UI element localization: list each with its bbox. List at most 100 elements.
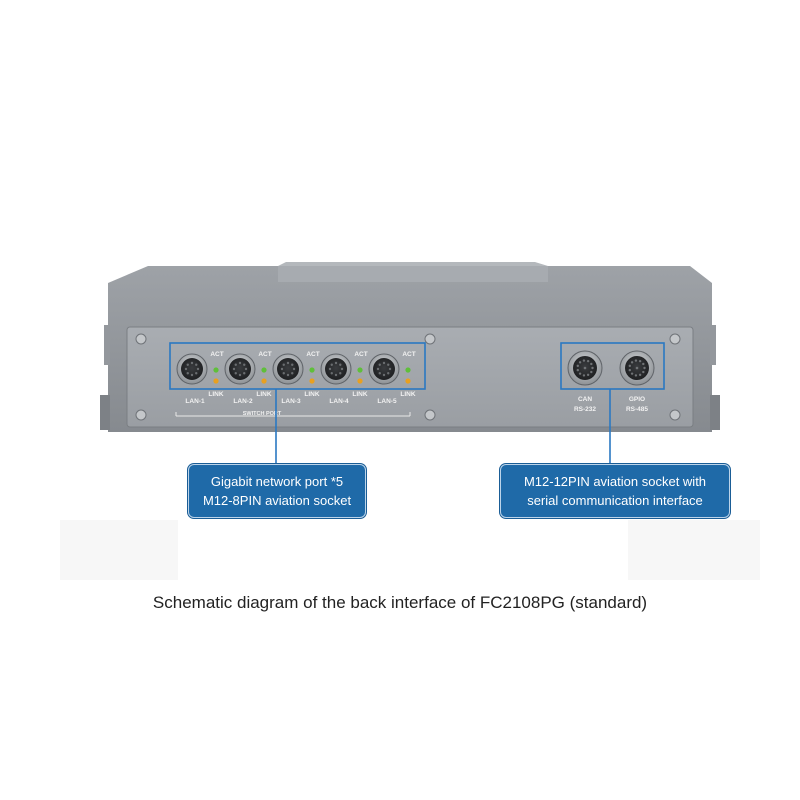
socket-label-top: GPIO bbox=[629, 396, 645, 403]
lan-callout-line1: Gigabit network port *5 bbox=[210, 474, 344, 489]
serial-sockets: CAN RS-232 GPIO RS-485 bbox=[567, 350, 655, 413]
connector-pin bbox=[387, 363, 390, 366]
port-connector-face bbox=[181, 358, 203, 380]
serial-socket: CAN RS-232 bbox=[567, 350, 603, 413]
lan-port-label: LAN-2 bbox=[233, 398, 253, 405]
socket-label-top: CAN bbox=[578, 396, 592, 403]
act-led bbox=[309, 367, 315, 373]
socket-pin bbox=[642, 370, 645, 374]
act-led bbox=[357, 367, 363, 373]
socket-pin bbox=[590, 370, 593, 374]
link-label: LINK bbox=[400, 391, 415, 398]
connector-pin bbox=[232, 367, 236, 371]
lan-callout-line2: M12-8PIN aviation socket bbox=[202, 493, 352, 508]
port-connector-face bbox=[325, 358, 347, 380]
act-led bbox=[261, 367, 267, 373]
connector-pin bbox=[195, 372, 198, 375]
link-label: LINK bbox=[304, 391, 319, 398]
connector-pin bbox=[330, 372, 333, 375]
socket-pin bbox=[578, 372, 582, 375]
connector-pin bbox=[382, 373, 386, 377]
connector-pin bbox=[190, 361, 194, 365]
socket-pin bbox=[634, 374, 638, 377]
link-label: LINK bbox=[352, 391, 367, 398]
socket-pin bbox=[634, 359, 638, 362]
connector-pin bbox=[195, 363, 198, 366]
connector-pin bbox=[244, 367, 248, 371]
device-back-panel: ACTLINKLAN-1ACTLINKLAN-2ACTLINKLAN-3ACTL… bbox=[100, 262, 720, 464]
connector-pin bbox=[328, 367, 332, 371]
socket-pin bbox=[638, 359, 642, 363]
connector-pin bbox=[388, 367, 392, 371]
connector-pin bbox=[186, 372, 189, 375]
link-led bbox=[213, 378, 219, 384]
socket-pin bbox=[590, 362, 593, 366]
socket-pin bbox=[586, 373, 590, 377]
connector-pin bbox=[376, 367, 380, 371]
socket-label-bottom: RS-485 bbox=[626, 406, 648, 413]
socket-pin bbox=[630, 372, 634, 375]
connector-pin bbox=[186, 363, 189, 366]
socket-pin bbox=[586, 359, 590, 363]
serial-callout-line2: serial communication interface bbox=[527, 493, 703, 508]
connector-pin bbox=[339, 363, 342, 366]
socket-pin bbox=[642, 362, 645, 366]
connector-pin bbox=[243, 363, 246, 366]
socket-pin bbox=[582, 359, 586, 362]
socket-pin bbox=[576, 368, 580, 372]
connector-pin bbox=[238, 361, 242, 365]
socket-label-bottom: RS-232 bbox=[574, 406, 596, 413]
act-label: ACT bbox=[258, 351, 271, 358]
socket-pin bbox=[578, 361, 582, 364]
socket-highlight-frame bbox=[560, 342, 665, 390]
connector-pin bbox=[339, 372, 342, 375]
lan-ports: ACTLINKLAN-1ACTLINKLAN-2ACTLINKLAN-3ACTL… bbox=[176, 351, 416, 405]
connector-pin bbox=[334, 361, 338, 365]
socket-pin bbox=[583, 366, 587, 370]
act-label: ACT bbox=[402, 351, 415, 358]
lan-port-label: LAN-1 bbox=[185, 398, 205, 405]
act-led bbox=[405, 367, 411, 373]
connector-pin bbox=[378, 372, 381, 375]
connector-pin bbox=[196, 367, 200, 371]
connector-pin bbox=[286, 373, 290, 377]
socket-pin bbox=[635, 366, 639, 370]
lan-port-label: LAN-3 bbox=[281, 398, 301, 405]
link-led bbox=[405, 378, 411, 384]
connector-pin bbox=[292, 367, 296, 371]
connector-pin bbox=[280, 367, 284, 371]
socket-pin bbox=[576, 364, 580, 368]
link-led bbox=[261, 378, 267, 384]
connector-pin bbox=[340, 367, 344, 371]
port-connector-face bbox=[277, 358, 299, 380]
connector-pin bbox=[387, 372, 390, 375]
lan-callout: Gigabit network port *5 M12-8PIN aviatio… bbox=[188, 464, 366, 518]
connector-pin bbox=[238, 373, 242, 377]
connector-pin bbox=[378, 363, 381, 366]
connector-pin bbox=[184, 367, 188, 371]
port-connector-face bbox=[229, 358, 251, 380]
connector-pin bbox=[286, 361, 290, 365]
connector-pin bbox=[190, 373, 194, 377]
panel-screws bbox=[135, 333, 681, 421]
socket-pin bbox=[630, 361, 634, 364]
connector-pin bbox=[291, 372, 294, 375]
act-label: ACT bbox=[354, 351, 367, 358]
socket-pin bbox=[591, 366, 594, 370]
socket-pin bbox=[582, 374, 586, 377]
background-block-right bbox=[628, 520, 760, 580]
act-label: ACT bbox=[306, 351, 319, 358]
serial-callout-line1: M12-12PIN aviation socket with bbox=[523, 474, 707, 489]
connector-pin bbox=[282, 372, 285, 375]
socket-pin bbox=[643, 366, 646, 370]
figure-caption: Schematic diagram of the back interface … bbox=[152, 593, 648, 612]
connector-pin bbox=[382, 361, 386, 365]
connector-pin bbox=[330, 363, 333, 366]
connector-pin bbox=[291, 363, 294, 366]
lan-port-label: LAN-5 bbox=[377, 398, 397, 405]
